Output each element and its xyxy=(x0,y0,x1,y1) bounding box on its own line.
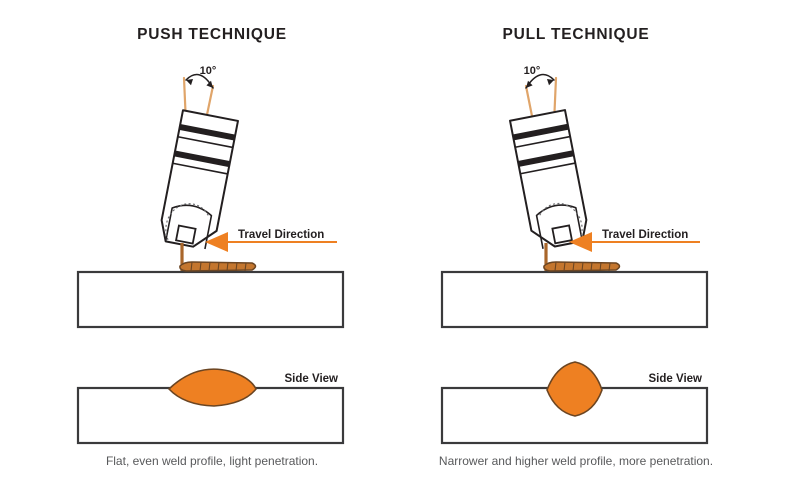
pull-torch-band-lower xyxy=(517,150,574,167)
pull-torch-nozzle-arc xyxy=(538,202,583,240)
push-welding-torch xyxy=(160,109,239,250)
push-travel-direction: Travel Direction xyxy=(205,229,337,252)
pull-caption: Narrower and higher weld profile, more p… xyxy=(439,454,713,468)
push-angle-arrow-right xyxy=(206,80,213,88)
push-angle-label: 10° xyxy=(200,65,217,77)
push-side-view-label: Side View xyxy=(285,373,339,385)
panel-push: PUSH TECHNIQUE 10° xyxy=(76,26,345,468)
pull-torch-contact-tip xyxy=(551,224,573,245)
push-travel-arrow-head xyxy=(205,232,228,252)
pull-angle-arrow-left xyxy=(526,80,533,88)
pull-torch-band-upper xyxy=(512,123,569,141)
push-bead-ripples xyxy=(190,261,247,272)
pull-bead-ripples xyxy=(554,261,611,272)
pull-weld-bead-profile xyxy=(546,361,603,417)
pull-travel-direction: Travel Direction xyxy=(569,229,700,252)
pull-side-view-label: Side View xyxy=(649,373,703,385)
pull-weld-bead-ribbon xyxy=(543,261,621,272)
pull-angle-arrow-right xyxy=(547,79,554,86)
push-weld-bead-ribbon xyxy=(179,261,257,272)
push-caption: Flat, even weld profile, light penetrati… xyxy=(106,454,318,468)
pull-angle-label: 10° xyxy=(524,65,541,77)
push-plate-top-view xyxy=(76,270,345,329)
pull-torch-nozzle xyxy=(535,204,584,249)
pull-travel-arrow-head xyxy=(569,232,592,252)
pull-welding-torch xyxy=(509,109,588,249)
pull-plate-top-view xyxy=(440,270,709,329)
push-panel-title: PUSH TECHNIQUE xyxy=(137,26,287,43)
push-torch-seam-a xyxy=(177,135,233,149)
push-torch-nozzle-arc xyxy=(165,203,210,241)
push-travel-direction-label: Travel Direction xyxy=(238,229,324,241)
pull-torch-seam-b xyxy=(520,162,576,175)
push-torch-nozzle xyxy=(164,204,213,250)
panel-pull: PULL TECHNIQUE 10° Travel Direction xyxy=(439,26,713,468)
push-weld-bead-profile xyxy=(167,368,257,407)
pull-travel-direction-label: Travel Direction xyxy=(602,229,688,241)
pull-torch-seam-a xyxy=(515,135,571,149)
push-torch-band-lower xyxy=(174,150,231,168)
push-angle-arrow-left xyxy=(186,79,193,86)
push-torch-seam-b xyxy=(172,162,228,175)
push-torch-contact-tip xyxy=(174,224,197,245)
push-torch-band-upper xyxy=(179,123,236,141)
pull-panel-title: PULL TECHNIQUE xyxy=(503,26,650,43)
